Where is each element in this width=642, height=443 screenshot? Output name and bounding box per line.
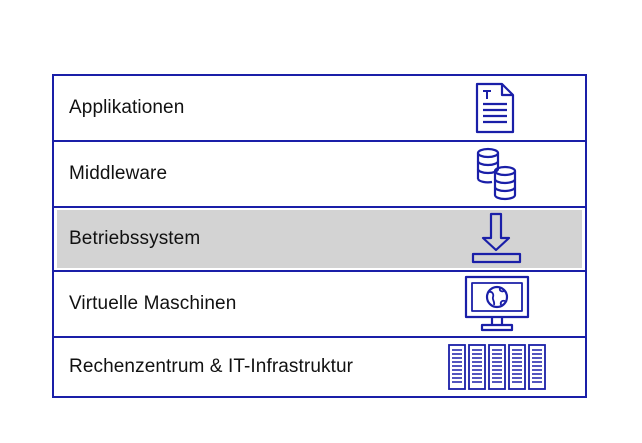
layer-middleware: Middleware: [54, 142, 585, 208]
coin-stack-icon: [474, 147, 520, 201]
infrastructure-stack: Applikationen Middleware: [52, 74, 587, 398]
document-icon: [474, 82, 516, 134]
layer-label: Middleware: [69, 163, 168, 184]
layer-label: Virtuelle Maschinen: [69, 293, 237, 314]
layer-applikationen: Applikationen: [54, 76, 585, 142]
server-rack-icon: [447, 343, 549, 391]
layer-label: Rechenzentrum & IT-Infrastruktur: [69, 356, 354, 377]
monitor-globe-icon: [464, 275, 530, 333]
download-tray-icon: [470, 212, 524, 266]
layer-label: Betriebssystem: [69, 228, 201, 249]
layer-betriebssystem: Betriebssystem: [54, 208, 585, 272]
layer-virtuelle-maschinen: Virtuelle Maschinen: [54, 272, 585, 338]
layer-label: Applikationen: [69, 97, 185, 118]
layer-rechenzentrum: Rechenzentrum & IT-Infrastruktur: [54, 338, 585, 396]
